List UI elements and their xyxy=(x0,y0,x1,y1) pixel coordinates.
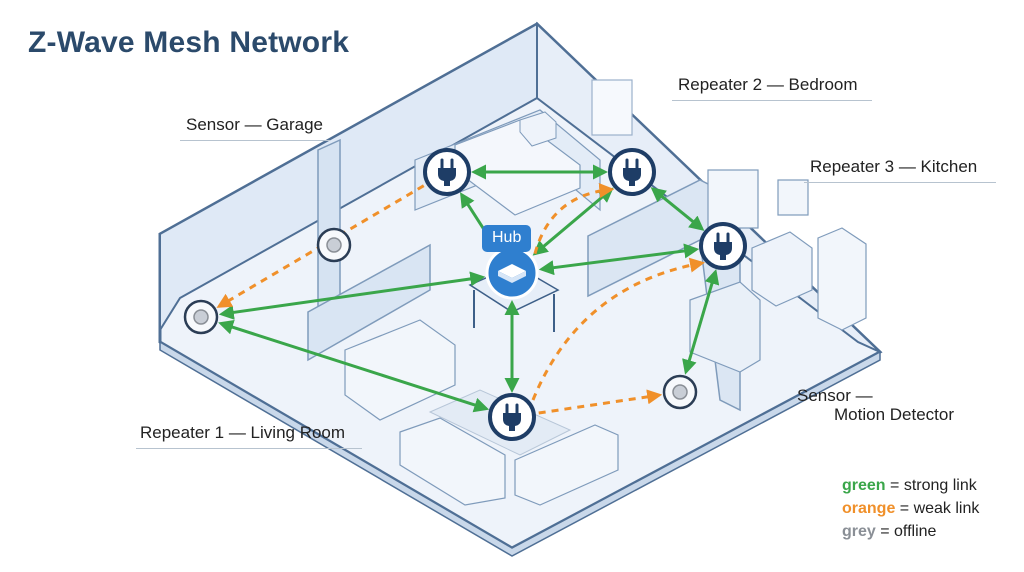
house-floorplan xyxy=(158,21,883,557)
plug-icon xyxy=(503,403,521,431)
device-sensor-garage[interactable] xyxy=(316,227,352,263)
link-strong-hub-to-repeater-2 xyxy=(532,187,614,256)
kitchen-hood xyxy=(777,179,809,216)
callout-repeater-1: Repeater 1 — Living Room xyxy=(140,423,346,442)
device-repeater-2[interactable] xyxy=(608,148,656,196)
stove xyxy=(751,231,813,307)
sensor-disc-icon xyxy=(326,237,342,253)
floor-front-edge xyxy=(159,340,881,557)
sofa-left xyxy=(399,417,506,506)
page-title: Z-Wave Mesh Network xyxy=(28,26,350,59)
callout-underline xyxy=(672,100,872,101)
device-repeater-1[interactable] xyxy=(488,393,536,441)
legend-key-weak: orange xyxy=(842,500,896,517)
link-weak-repeater-1-to-repeater-3 xyxy=(531,257,705,401)
sensor-disc-icon xyxy=(193,309,209,325)
link-strong-sensor-left-to-repeater-1 xyxy=(218,319,490,413)
links-layer xyxy=(216,164,720,415)
legend-desc-offline: = offline xyxy=(875,523,937,540)
legend-row-strong: green = strong link xyxy=(842,474,979,497)
plug-icon xyxy=(714,232,732,260)
callout-sensor-motion-line2: Motion Detector xyxy=(834,405,954,424)
device-hub[interactable] xyxy=(485,246,539,300)
callout-underline xyxy=(804,182,996,183)
callout-repeater-2: Repeater 2 — Bedroom xyxy=(678,75,858,94)
link-strong-repeater-3-to-sensor-motion xyxy=(682,269,720,375)
nodes-layer xyxy=(183,148,747,441)
nightstand xyxy=(519,111,557,147)
legend-row-weak: orange = weak link xyxy=(842,497,979,520)
callout-sensor-garage: Sensor — Garage xyxy=(186,115,324,134)
sofa-right xyxy=(514,424,619,506)
callout-underline xyxy=(180,140,330,141)
back-left-wall xyxy=(159,22,538,334)
device-sensor-motion[interactable] xyxy=(662,374,698,410)
link-weak-hub-to-repeater-2 xyxy=(533,183,615,255)
legend-key-offline: grey xyxy=(842,523,876,540)
link-strong-hub-to-sensor-left xyxy=(218,271,486,320)
fridge xyxy=(817,227,867,331)
callout-underline xyxy=(136,448,362,449)
plug-icon xyxy=(623,158,641,186)
legend-row-offline: grey = offline xyxy=(842,520,979,543)
callout-sensor-motion-line1: Sensor — xyxy=(797,386,873,405)
legend: green = strong link orange = weak link g… xyxy=(842,474,979,543)
legend-desc-weak: = weak link xyxy=(895,500,980,517)
plug-icon xyxy=(438,158,456,186)
hub-box-icon xyxy=(498,264,526,283)
device-repeater-garage-plug[interactable] xyxy=(423,148,471,196)
callout-repeater-3: Repeater 3 — Kitchen xyxy=(810,157,978,176)
device-repeater-3[interactable] xyxy=(699,222,747,270)
sensor-disc-icon xyxy=(672,384,688,400)
hub-label: Hub xyxy=(482,225,532,252)
kitchen-cabinet xyxy=(707,169,759,229)
device-sensor-left[interactable] xyxy=(183,299,219,335)
legend-desc-strong: = strong link xyxy=(885,477,977,494)
link-strong-repeater-2-to-repeater-3 xyxy=(650,187,705,231)
bedroom-window xyxy=(591,79,633,136)
link-strong-hub-to-repeater-3 xyxy=(538,243,700,276)
legend-key-strong: green xyxy=(842,477,886,494)
